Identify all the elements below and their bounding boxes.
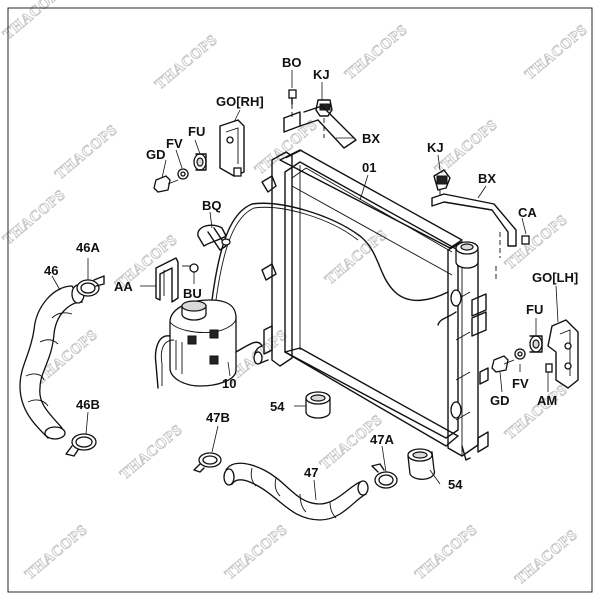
label-46b: 46B — [76, 397, 100, 412]
watermark: THACOPS — [412, 522, 481, 583]
overflow-tube — [211, 202, 449, 301]
label-54-left: 54 — [270, 399, 285, 414]
label-aa: AA — [114, 279, 133, 294]
label-ca: CA — [518, 205, 537, 220]
watermark: THACOPS — [502, 382, 571, 443]
label-54-right: 54 — [448, 477, 463, 492]
label-bx-right: BX — [478, 171, 496, 186]
label-fu-left: FU — [188, 124, 205, 139]
label-kj-top: KJ — [313, 67, 330, 82]
label-bo: BO — [282, 55, 302, 70]
label-am: AM — [537, 393, 557, 408]
label-go-lh: GO[LH] — [532, 270, 578, 285]
label-fv-right: FV — [512, 376, 529, 391]
watermark: THACOPS — [0, 0, 69, 43]
reservoir-bracket — [155, 257, 199, 303]
hose-clamp-46a — [76, 275, 105, 297]
label-47: 47 — [304, 465, 318, 480]
watermark: THACOPS — [152, 32, 221, 93]
hose-clamp-47a — [371, 463, 398, 489]
callout-labels: BO KJ GO[RH] BX FU FV GD 01 KJ BX CA BQ … — [44, 55, 578, 492]
watermark: THACOPS — [22, 522, 91, 583]
label-46a: 46A — [76, 240, 100, 255]
right-mount-assembly — [491, 319, 579, 389]
watermark: THACOPS — [522, 22, 591, 83]
label-go-rh: GO[RH] — [216, 94, 264, 109]
label-fu-right: FU — [526, 302, 543, 317]
label-gd-left: GD — [146, 147, 166, 162]
label-10: 10 — [222, 376, 236, 391]
label-bq: BQ — [202, 198, 222, 213]
label-46: 46 — [44, 263, 58, 278]
watermark: THACOPS — [52, 122, 121, 183]
watermark: THACOPS — [342, 22, 411, 83]
watermark: THACOPS — [502, 212, 571, 273]
watermark: THACOPS — [117, 422, 186, 483]
watermark: THACOPS — [252, 117, 321, 178]
label-fv-left: FV — [166, 136, 183, 151]
right-bracket-assembly — [431, 169, 530, 282]
label-bx-top: BX — [362, 131, 380, 146]
top-bracket-assembly — [283, 89, 357, 149]
hose-clip-bq — [197, 224, 231, 251]
label-gd-right: GD — [490, 393, 510, 408]
hose-46 — [19, 284, 85, 440]
label-47b: 47B — [206, 410, 230, 425]
radiator-core — [253, 149, 489, 461]
label-kj-right: KJ — [427, 140, 444, 155]
watermark: THACOPS — [222, 522, 291, 583]
seal-54-left — [305, 391, 331, 419]
diagram-border — [7, 7, 593, 593]
seal-54-right — [407, 448, 436, 480]
hose-clamp-46b — [65, 433, 97, 457]
label-47a: 47A — [370, 432, 394, 447]
hose-clamp-47b — [193, 452, 222, 473]
coolant-reservoir — [154, 299, 263, 389]
watermark: THACOPS — [512, 527, 581, 588]
watermark: THACOPS — [0, 187, 69, 248]
label-01: 01 — [362, 160, 376, 175]
watermark: THACOPS — [322, 227, 391, 288]
hose-47 — [223, 462, 369, 521]
label-bu: BU — [183, 286, 202, 301]
left-mount-assembly — [153, 119, 245, 193]
leader-lines — [51, 70, 559, 501]
